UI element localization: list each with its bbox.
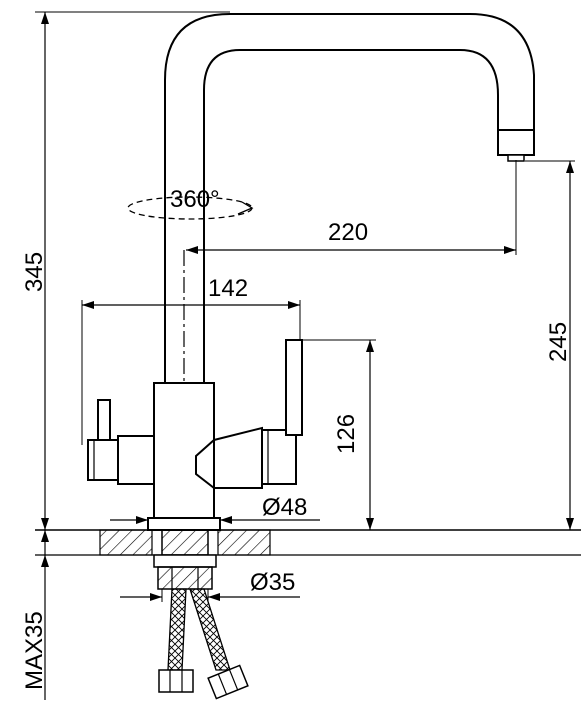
mounting-washer bbox=[153, 554, 217, 568]
supply-hoses bbox=[158, 588, 249, 700]
base-flange bbox=[147, 517, 221, 531]
hose-left-fitting bbox=[158, 669, 194, 693]
body-width-label: 142 bbox=[208, 275, 248, 302]
max-counter-thickness-label: MAX35 bbox=[21, 611, 48, 690]
spout-outer-edge bbox=[164, 13, 535, 383]
filter-valve-cap bbox=[87, 439, 119, 481]
dim-overall-height: 345 bbox=[21, 11, 230, 530]
dim-shank-diameter: Ø35 bbox=[120, 569, 300, 602]
dim-lever-height: 126 bbox=[302, 339, 376, 530]
filter-lever bbox=[97, 399, 111, 441]
main-cartridge-cap bbox=[261, 429, 297, 485]
shank-through-hole bbox=[161, 529, 209, 556]
base-diameter-label: Ø48 bbox=[262, 494, 307, 521]
main-lever bbox=[285, 339, 303, 436]
rotation-arrow-icon bbox=[237, 201, 254, 215]
faucet-body bbox=[87, 339, 303, 531]
hose-right bbox=[189, 588, 231, 671]
spout-height-label: 245 bbox=[545, 322, 572, 362]
mounting-nut bbox=[157, 566, 213, 590]
dim-max-counter-thickness: MAX35 bbox=[21, 530, 49, 700]
lever-height-label: 126 bbox=[333, 414, 360, 454]
counter-section-left bbox=[99, 529, 153, 556]
aerator bbox=[497, 129, 535, 156]
dim-spout-height: 245 bbox=[525, 160, 575, 530]
hose-left bbox=[167, 588, 187, 671]
reach-label: 220 bbox=[328, 219, 368, 246]
rotation-indicator: 360° bbox=[127, 186, 254, 220]
hose-right-fitting bbox=[207, 664, 249, 700]
spout bbox=[164, 13, 535, 383]
spout-inner-edge bbox=[203, 49, 499, 383]
mounting-shank bbox=[153, 529, 217, 590]
overall-height-label: 345 bbox=[21, 252, 48, 292]
counter-section-right bbox=[217, 529, 271, 556]
dim-reach: 220 bbox=[186, 160, 517, 255]
countertop bbox=[35, 529, 581, 556]
shank-diameter-label: Ø35 bbox=[250, 569, 295, 596]
main-cartridge bbox=[195, 426, 263, 491]
dim-body-width: 142 bbox=[81, 275, 301, 445]
rotation-label: 360° bbox=[170, 186, 220, 213]
dim-base-diameter: Ø48 bbox=[110, 494, 320, 524]
filter-valve bbox=[117, 435, 155, 485]
